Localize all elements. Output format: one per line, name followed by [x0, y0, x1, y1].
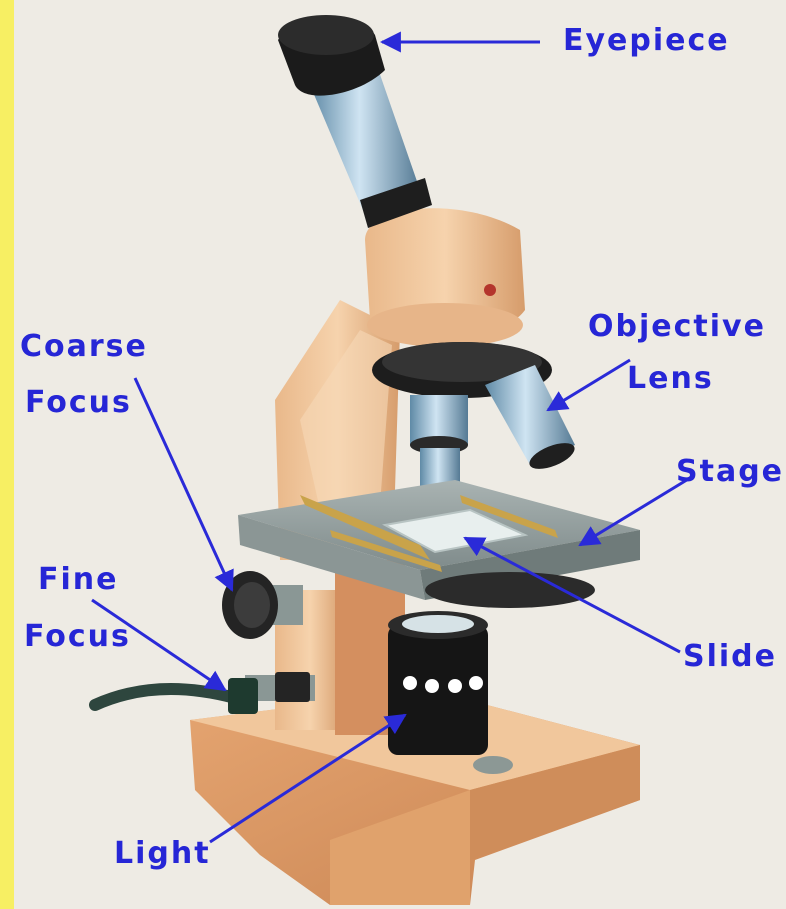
arrow-coarse-focus — [135, 378, 232, 590]
label-objective-line1: Objective — [588, 310, 766, 344]
light-housing — [388, 611, 488, 755]
label-light: Light — [114, 837, 211, 871]
arrow-objective — [548, 360, 630, 410]
label-fine-line1: Fine — [38, 563, 118, 597]
label-coarse-line2: Focus — [25, 386, 132, 420]
label-eyepiece: Eyepiece — [563, 24, 730, 58]
power-cord — [95, 689, 235, 705]
eyepiece-tube — [278, 15, 432, 228]
label-slide: Slide — [683, 640, 777, 674]
label-fine-line2: Focus — [24, 620, 131, 654]
label-coarse-line1: Coarse — [20, 330, 148, 364]
head — [365, 208, 525, 347]
label-stage: Stage — [676, 455, 784, 489]
label-objective-line2: Lens — [627, 362, 714, 396]
